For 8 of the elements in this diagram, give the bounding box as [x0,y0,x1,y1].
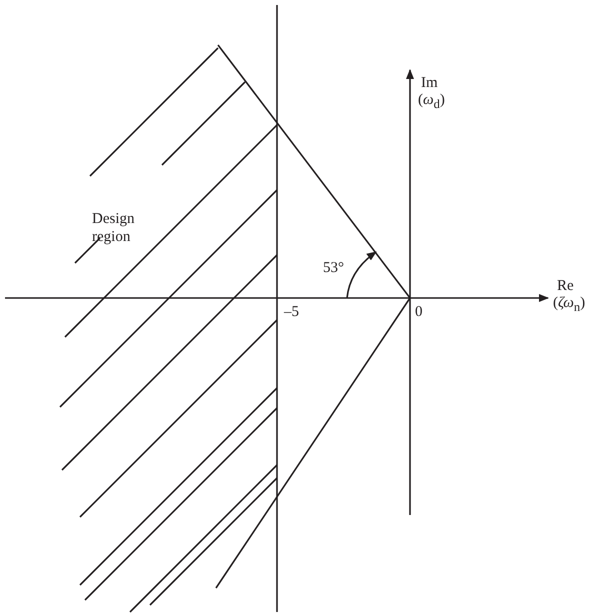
tick-label: 0 [415,303,422,321]
region-label: Design region [92,210,136,246]
axis-label: Re [557,277,574,295]
axis-label: (ω$_{d}$) [418,91,445,113]
axis-label: Im [421,74,438,92]
axis-label: (ζω$_{n}$) [553,294,586,316]
angle-label: 53° [323,259,344,277]
tick-label: –5 [284,303,299,321]
